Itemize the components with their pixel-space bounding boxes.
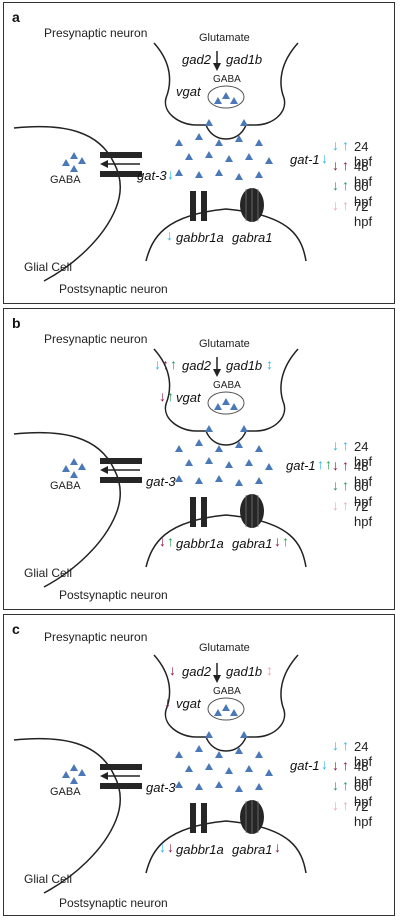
glutamate-label: Glutamate [199,338,250,350]
panel-letter: c [12,621,20,637]
gat1-label: gat-1 [286,458,316,473]
vgat-down-arrow-48: ↓ [164,694,171,710]
gabbr1a-down-arrow-24: ↓ [159,839,166,855]
gaba-molecules-c [62,704,273,792]
postsynaptic-label: Postsynaptic neuron [59,588,168,602]
presynaptic-label: Presynaptic neuron [44,630,148,644]
glutamate-label: Glutamate [199,32,250,44]
gabbr1a-down-arrow-48: ↓ [159,533,166,549]
gabbr1a-label: gabbr1a [176,842,224,857]
gad2-up-arrow-48: ↑ [162,356,169,372]
gaba-molecules-b [62,398,273,486]
gad1b-arrow-72: ↕ [266,662,273,678]
gabra1-label: gabra1 [232,230,273,245]
gad2-label: gad2 [182,52,211,67]
gad2-down-arrow-24: ↓ [154,356,161,372]
gad1b-label: gad1b [226,52,263,67]
glial-label: Glial Cell [24,872,73,886]
glial-label: Glial Cell [24,566,73,580]
gabra1-down-arrow-48: ↓ [274,839,281,855]
gabbr1a-label: gabbr1a [176,536,224,551]
gat3-label: gat-3 [146,780,176,795]
gabra1-down-arrow-48: ↓ [274,533,281,549]
panel-a: a Presynaptic neuron Glutamate gad2 gad1… [3,2,395,304]
gat3-label: gat-3 [137,168,167,183]
gaba-vesicle-label: GABA [213,380,241,391]
postsynaptic-label: Postsynaptic neuron [59,282,168,296]
gad2-label: gad2 [182,358,211,373]
gabbr1a-up-arrow-60: ↑ [167,533,174,549]
vgat-down-arrow-48: ↓ [159,388,166,404]
gad2-up-arrow-60: ↑ [170,356,177,372]
panel-c: c Presynaptic neuron Glutamate ↓ gad2 ga… [3,614,395,916]
gat1-label: gat-1 [290,758,320,773]
gad2-down-arrow-48: ↓ [169,662,176,678]
vgat-label: vgat [176,84,201,99]
presynaptic-label: Presynaptic neuron [44,332,148,346]
gad1b-label: gad1b [226,664,263,679]
panel-letter: a [12,9,20,25]
gaba-vesicle-label: GABA [213,686,241,697]
gaba-vesicle-label: GABA [213,74,241,85]
synapse-diagram-c [13,654,307,894]
gad2-label: gad2 [182,664,211,679]
gabra1-up-arrow-60: ↑ [282,533,289,549]
gaba-glial-label: GABA [50,786,81,798]
postsynaptic-label: Postsynaptic neuron [59,896,168,910]
gabbr1a-down-arrow: ↓ [166,227,173,243]
gad1b-up-arrow-24: ↕ [266,356,273,372]
gad1b-label: gad1b [226,358,263,373]
gat3-label: gat-3 [146,474,176,489]
gabra1-label: gabra1 [232,536,273,551]
panel-letter: b [12,315,21,331]
gaba-glial-label: GABA [50,480,81,492]
gabbr1a-label: gabbr1a [176,230,224,245]
synapse-diagram-b [13,348,307,588]
gaba-glial-label: GABA [50,174,81,186]
panel-b: b Presynaptic neuron Glutamate ↓ ↑ ↑ gad… [3,308,395,610]
gat1-down-arrow: ↓ [321,150,328,166]
vgat-up-arrow-60: ↑ [167,388,174,404]
gaba-molecules-a [62,92,273,180]
gat1-label: gat-1 [290,152,320,167]
glial-label: Glial Cell [24,260,73,274]
gabbr1a-down-arrow-48: ↓ [167,839,174,855]
synapse-diagram-a [13,42,307,282]
presynaptic-label: Presynaptic neuron [44,26,148,40]
vgat-label: vgat [176,696,201,711]
vgat-label: vgat [176,390,201,405]
glutamate-label: Glutamate [199,642,250,654]
gat1-up-arrow-60: ↑ [325,456,332,472]
gat1-up-arrow-24: ↑ [317,456,324,472]
gabra1-label: gabra1 [232,842,273,857]
gat3-down-arrow: ↓ [167,166,174,182]
gat1-down-arrow-24: ↓ [321,756,328,772]
